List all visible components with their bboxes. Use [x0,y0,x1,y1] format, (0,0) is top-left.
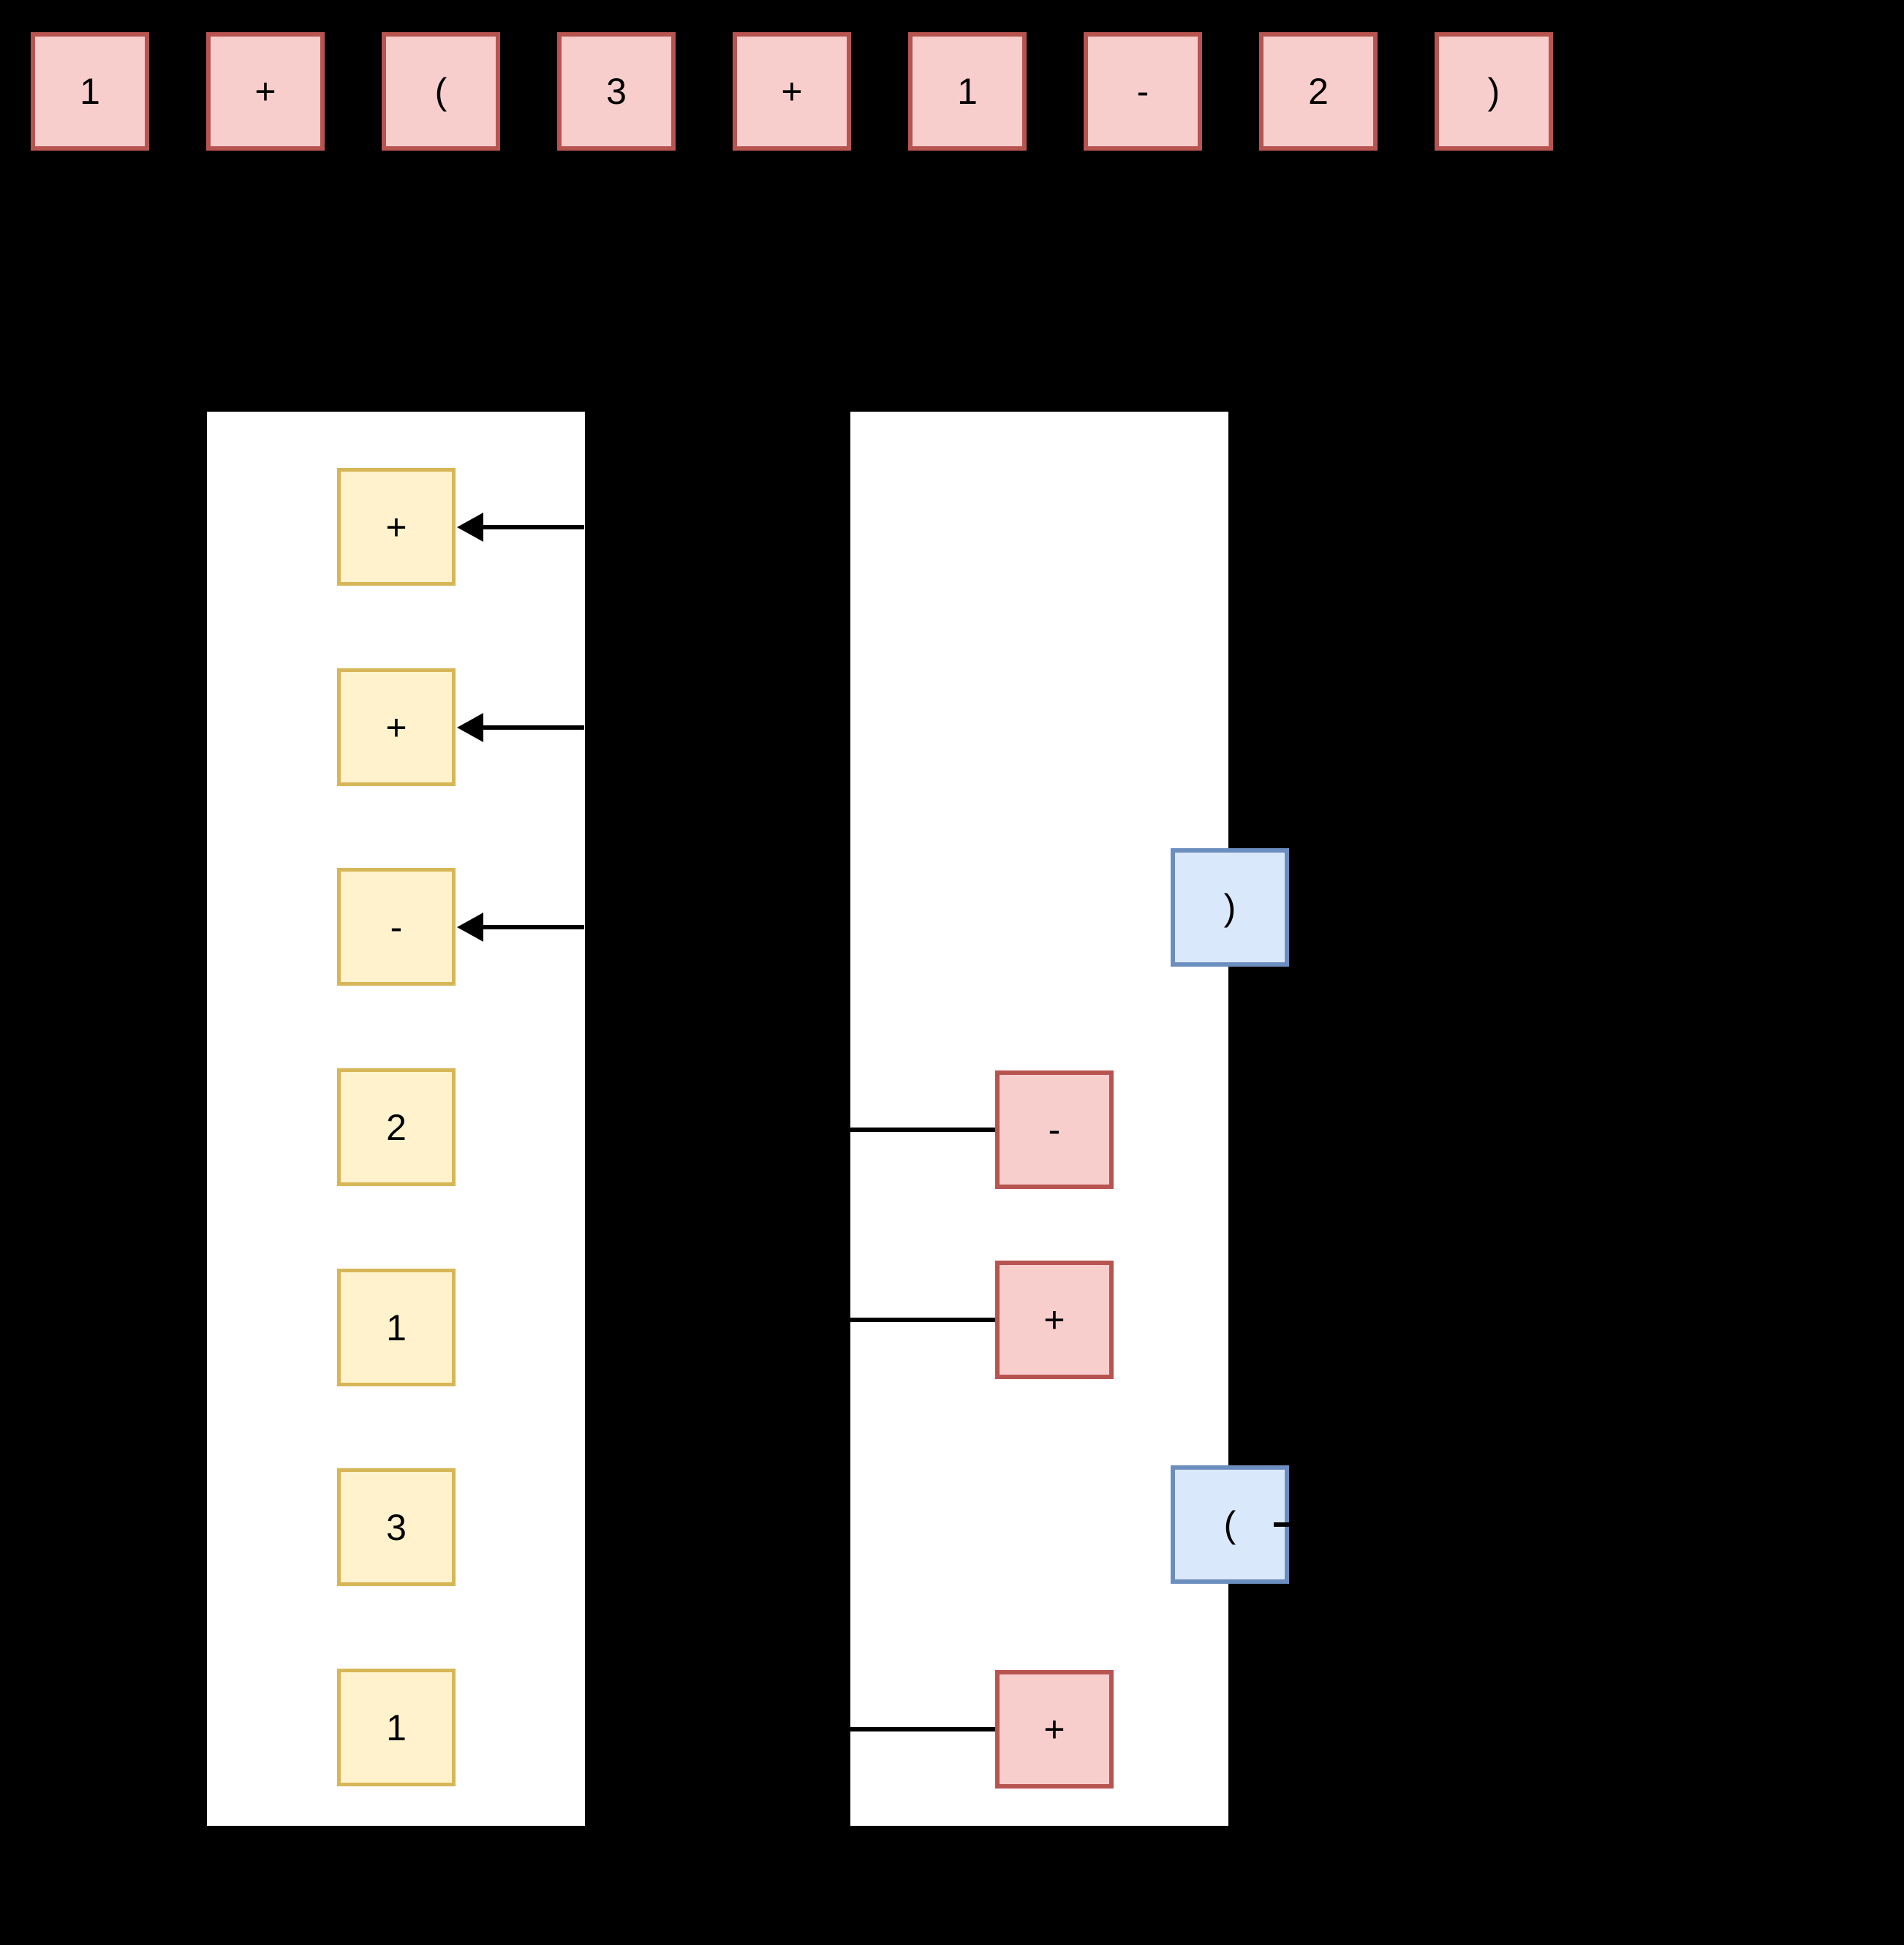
arrow-line [480,925,584,929]
left-stack-item: - [337,868,456,986]
token-box: + [206,32,325,151]
arrow-line [480,525,584,529]
token-box: 1 [908,32,1027,151]
paren-box: ( [1171,1465,1289,1584]
right-stack-operator: - [995,1070,1114,1189]
left-stack-item: + [337,668,456,786]
paren-box: ) [1171,848,1289,967]
right-stack-operator: + [995,1670,1114,1789]
token-box: 1 [31,32,149,151]
connector-line [850,1318,995,1322]
left-stack-item: 3 [337,1468,456,1586]
arrow-left-icon [457,913,483,942]
token-box: ( [382,32,500,151]
token-box: ) [1435,32,1553,151]
token-box: 2 [1259,32,1378,151]
arrow-left-icon [457,713,483,742]
arrow-line [480,725,584,730]
token-box: - [1084,32,1202,151]
left-stack-item: 2 [337,1068,456,1186]
connector-line [850,1128,995,1132]
connector-line [850,1727,995,1731]
left-stack-item: 1 [337,1669,456,1786]
arrow-left-icon [457,513,483,542]
token-box: + [733,32,851,151]
left-stack-item: 1 [337,1269,456,1386]
right-stack-operator: + [995,1261,1114,1379]
connector-stub [1274,1522,1293,1527]
token-box: 3 [557,32,676,151]
left-stack-item: + [337,468,456,586]
